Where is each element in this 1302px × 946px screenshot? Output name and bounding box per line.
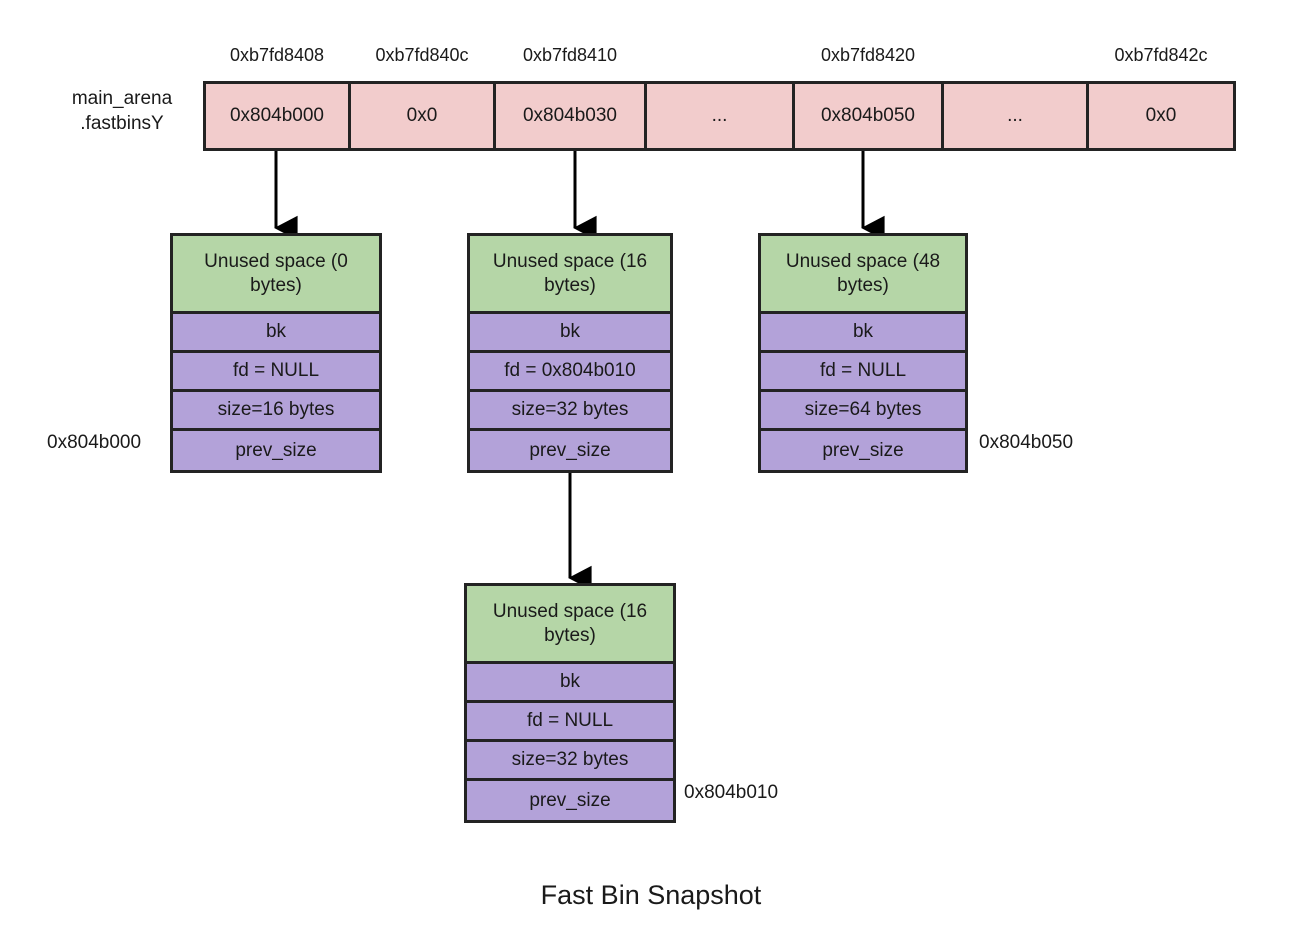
chunk-0x804b000-bk: bk	[173, 314, 379, 353]
fastbin-value-4: 0x804b050	[820, 105, 916, 126]
chunk-0x804b030[interactable]: Unused space (16 bytes) bk fd = 0x804b01…	[467, 233, 673, 473]
chunk-0x804b050-bk: bk	[761, 314, 965, 353]
fastbin-cell-3[interactable]: ...	[647, 84, 795, 148]
fastbins-array-label: main_arena .fastbinsY	[52, 86, 192, 136]
chunk-0x804b010-unused-space: Unused space (16 bytes)	[467, 586, 673, 664]
chunk-0x804b030-bk: bk	[470, 314, 670, 353]
fastbin-value-5: ...	[1007, 105, 1023, 126]
chunk-0x804b050-fd: fd = NULL	[761, 353, 965, 392]
fastbin-value-6: 0x0	[1145, 105, 1177, 126]
fastbin-address-1: 0xb7fd840c	[375, 45, 469, 65]
fastbins-label-line1: main_arena	[71, 88, 173, 109]
chunk-0x804b050-prev-size: prev_size	[761, 431, 965, 470]
chunk-0x804b000-prev-size: prev_size	[173, 431, 379, 470]
fastbins-label-line2: .fastbinsY	[80, 113, 164, 134]
chunk-0x804b000[interactable]: Unused space (0 bytes) bk fd = NULL size…	[170, 233, 382, 473]
chunk-0x804b010-bk: bk	[467, 664, 673, 703]
fastbin-cell-1[interactable]: 0xb7fd840c 0x0	[351, 45, 496, 148]
fastbin-cell-6[interactable]: 0xb7fd842c 0x0	[1089, 45, 1233, 148]
chunk-0x804b010[interactable]: Unused space (16 bytes) bk fd = NULL siz…	[464, 583, 676, 823]
fastbin-value-2: 0x804b030	[522, 105, 618, 126]
fastbins-array: 0xb7fd8408 0x804b000 0xb7fd840c 0x0 0xb7…	[203, 45, 1236, 151]
chunk-0x804b050-size: size=64 bytes	[761, 392, 965, 431]
chunk-0x804b050-unused-space: Unused space (48 bytes)	[761, 236, 965, 314]
chunk-0x804b000-unused-space: Unused space (0 bytes)	[173, 236, 379, 314]
chunk-0x804b010-fd: fd = NULL	[467, 703, 673, 742]
fastbin-address-0: 0xb7fd8408	[229, 45, 325, 65]
fastbin-address-6: 0xb7fd842c	[1114, 45, 1208, 65]
fastbin-value-0: 0x804b000	[229, 105, 325, 126]
chunk-0x804b010-size: size=32 bytes	[467, 742, 673, 781]
chunk-0x804b030-unused-space: Unused space (16 bytes)	[470, 236, 670, 314]
chunk-0x804b010-prev-size: prev_size	[467, 781, 673, 820]
diagram-title: Fast Bin Snapshot	[540, 880, 762, 910]
chunk-0x804b030-fd: fd = 0x804b010	[470, 353, 670, 392]
fastbin-address-2: 0xb7fd8410	[522, 45, 618, 65]
fastbin-cell-4[interactable]: 0xb7fd8420 0x804b050	[795, 45, 944, 148]
chunk-0x804b000-address-label: 0x804b000	[47, 432, 142, 453]
fastbin-cell-0[interactable]: 0xb7fd8408 0x804b000	[206, 45, 351, 148]
chunk-0x804b050-address-label: 0x804b050	[979, 432, 1074, 453]
fastbin-value-3: ...	[711, 105, 728, 126]
chunk-0x804b030-size: size=32 bytes	[470, 392, 670, 431]
chunk-0x804b000-fd: fd = NULL	[173, 353, 379, 392]
chunk-0x804b030-prev-size: prev_size	[470, 431, 670, 470]
chunk-0x804b010-address-label: 0x804b010	[684, 782, 779, 803]
chunk-0x804b000-size: size=16 bytes	[173, 392, 379, 431]
chunk-0x804b050[interactable]: Unused space (48 bytes) bk fd = NULL siz…	[758, 233, 968, 473]
fastbin-cell-5[interactable]: ...	[944, 84, 1089, 148]
fastbin-address-4: 0xb7fd8420	[820, 45, 916, 65]
fastbin-cell-2[interactable]: 0xb7fd8410 0x804b030	[496, 45, 647, 148]
fastbin-value-1: 0x0	[406, 105, 438, 126]
